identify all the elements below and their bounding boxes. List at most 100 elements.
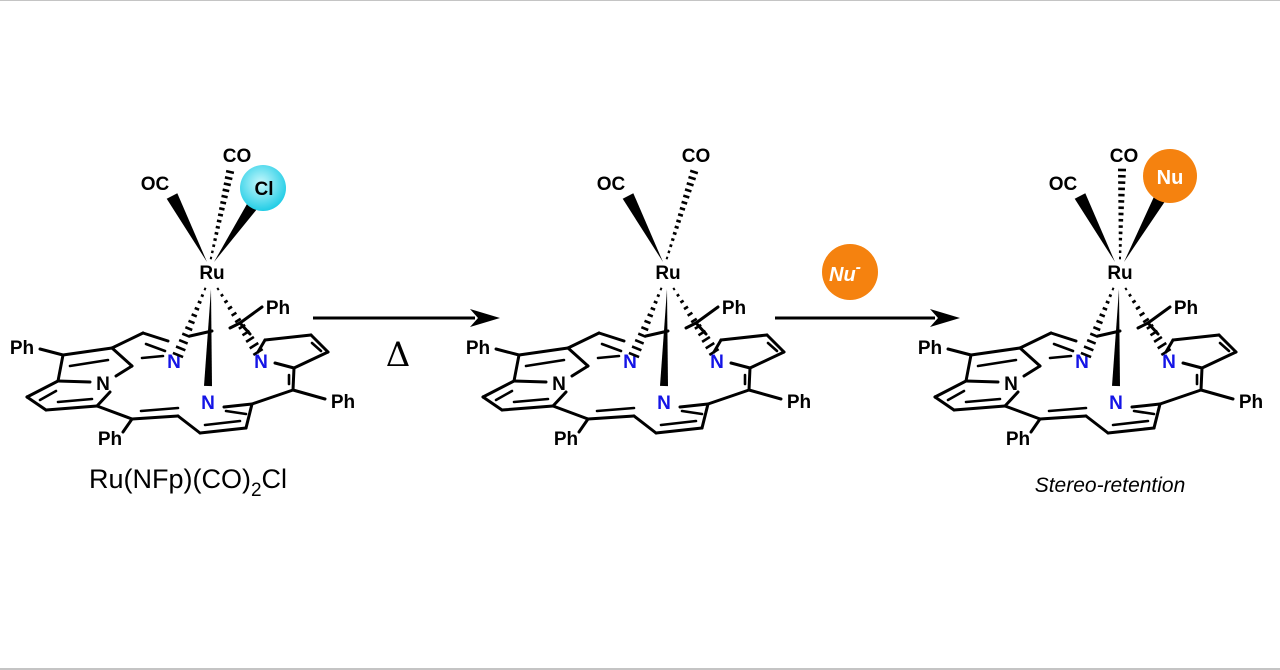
double-bond-line <box>224 409 248 416</box>
ring-bond <box>1018 331 1053 350</box>
hash-mark <box>230 311 238 317</box>
hash-mark <box>218 207 225 211</box>
hash-mark <box>637 332 647 338</box>
ring-bond <box>570 364 590 378</box>
ruthenium-atom: Ru <box>199 263 224 284</box>
ring-bond <box>273 361 296 370</box>
hash-mark <box>1095 319 1104 325</box>
hash-mark <box>628 351 640 359</box>
ring-bond <box>121 417 134 434</box>
phenyl-label-left: Ph <box>10 338 34 359</box>
ring-bond <box>1106 426 1156 435</box>
hash-mark <box>676 293 680 298</box>
hash-mark <box>701 335 711 343</box>
hashed-bond-co-top <box>665 169 699 260</box>
hash-mark <box>640 325 649 332</box>
double-bond-line <box>976 358 1018 368</box>
carbonyl-label-top: CO <box>682 146 711 167</box>
pyrrole-nitrogen-left: N <box>623 352 637 373</box>
ring-bond <box>244 402 254 430</box>
hash-mark <box>221 194 228 199</box>
ring-bond <box>110 346 134 368</box>
hash-mark <box>1089 332 1099 338</box>
ring-bond <box>719 333 769 342</box>
ring-bond <box>130 414 180 421</box>
ring-bond <box>678 402 710 409</box>
hash-mark <box>672 287 676 291</box>
hashed-bond-ru-n-right <box>672 287 720 357</box>
hash-mark <box>1111 287 1115 291</box>
hashed-bond-ru-n-left <box>172 287 207 359</box>
pyrrole-nitrogen-bottom: N <box>201 393 215 414</box>
heat-arrow: Δ <box>313 309 500 375</box>
hash-mark <box>669 244 673 248</box>
double-bond-line <box>68 358 110 368</box>
hash-mark <box>1160 347 1172 357</box>
ring-bond <box>25 395 48 412</box>
ring-bond <box>747 366 752 392</box>
ring-bond <box>1136 321 1150 330</box>
double-bond-line <box>680 409 704 416</box>
ring-bond <box>1084 414 1110 435</box>
hash-mark <box>1131 299 1137 304</box>
nucleophile-reagent-label: Nu- <box>829 259 861 286</box>
hash-mark <box>643 319 652 325</box>
hash-mark <box>697 329 707 337</box>
hash-mark <box>670 237 675 242</box>
phenyl-label-top: Ph <box>1174 298 1198 319</box>
hash-mark <box>216 219 222 223</box>
hash-mark <box>223 299 229 304</box>
pyrrole-nitrogen-left: N <box>167 352 181 373</box>
chloride-label: Cl <box>255 179 274 200</box>
hashed-bond-co-top <box>1117 168 1127 260</box>
hash-mark <box>181 332 191 338</box>
double-bond-line <box>1052 342 1075 353</box>
ring-bond <box>1217 333 1238 354</box>
ring-bond <box>25 379 60 399</box>
hash-mark <box>212 244 216 248</box>
hashed-bond-ru-n-left <box>628 287 663 359</box>
hash-mark <box>241 329 251 337</box>
wedge-bond-ru-n-bottom <box>660 289 668 387</box>
double-bond-line <box>140 354 165 360</box>
ring-bond <box>1181 361 1204 370</box>
hash-mark <box>708 347 720 357</box>
hash-mark <box>686 311 694 317</box>
phenyl-label-left: Ph <box>466 338 490 359</box>
phenyl-label-right: Ph <box>331 392 355 413</box>
wedge-bond-co-left <box>166 193 207 262</box>
hash-mark <box>1149 329 1159 337</box>
phenyl-label-bottom: Ph <box>98 429 122 450</box>
ring-bond <box>481 379 516 399</box>
wedge-bond-ru-n-bottom <box>204 289 212 387</box>
ring-bond <box>512 353 521 383</box>
double-bond-line <box>659 419 698 427</box>
hash-mark <box>184 325 193 332</box>
pyrrole-nitrogen-right: N <box>710 352 724 373</box>
ring-bond <box>1003 390 1020 408</box>
hash-mark <box>683 305 689 311</box>
double-bond-line <box>600 342 623 353</box>
ring-bond <box>291 366 296 392</box>
hash-mark <box>679 206 686 211</box>
nucleophile-label: Nu <box>1157 167 1184 189</box>
hash-mark <box>1080 351 1092 359</box>
ruthenium-atom: Ru <box>655 263 680 284</box>
hash-mark <box>682 194 690 199</box>
double-bond-line <box>1111 419 1150 427</box>
hash-mark <box>175 345 186 352</box>
hash-mark <box>178 338 189 345</box>
hash-mark <box>686 181 694 187</box>
ring-bond <box>56 353 65 383</box>
double-bond-line <box>56 397 94 404</box>
ring-bond <box>729 361 752 370</box>
phenyl-label-right: Ph <box>787 392 811 413</box>
hash-mark <box>222 188 230 193</box>
pyrrole-nitrogen-left: N <box>1075 352 1089 373</box>
hash-mark <box>705 341 715 350</box>
phenyl-label-bottom: Ph <box>554 429 578 450</box>
hashed-bond-co-top <box>209 169 235 260</box>
ring-bond <box>494 347 521 357</box>
double-bond-line <box>1048 354 1073 360</box>
double-bond-line <box>38 389 58 402</box>
